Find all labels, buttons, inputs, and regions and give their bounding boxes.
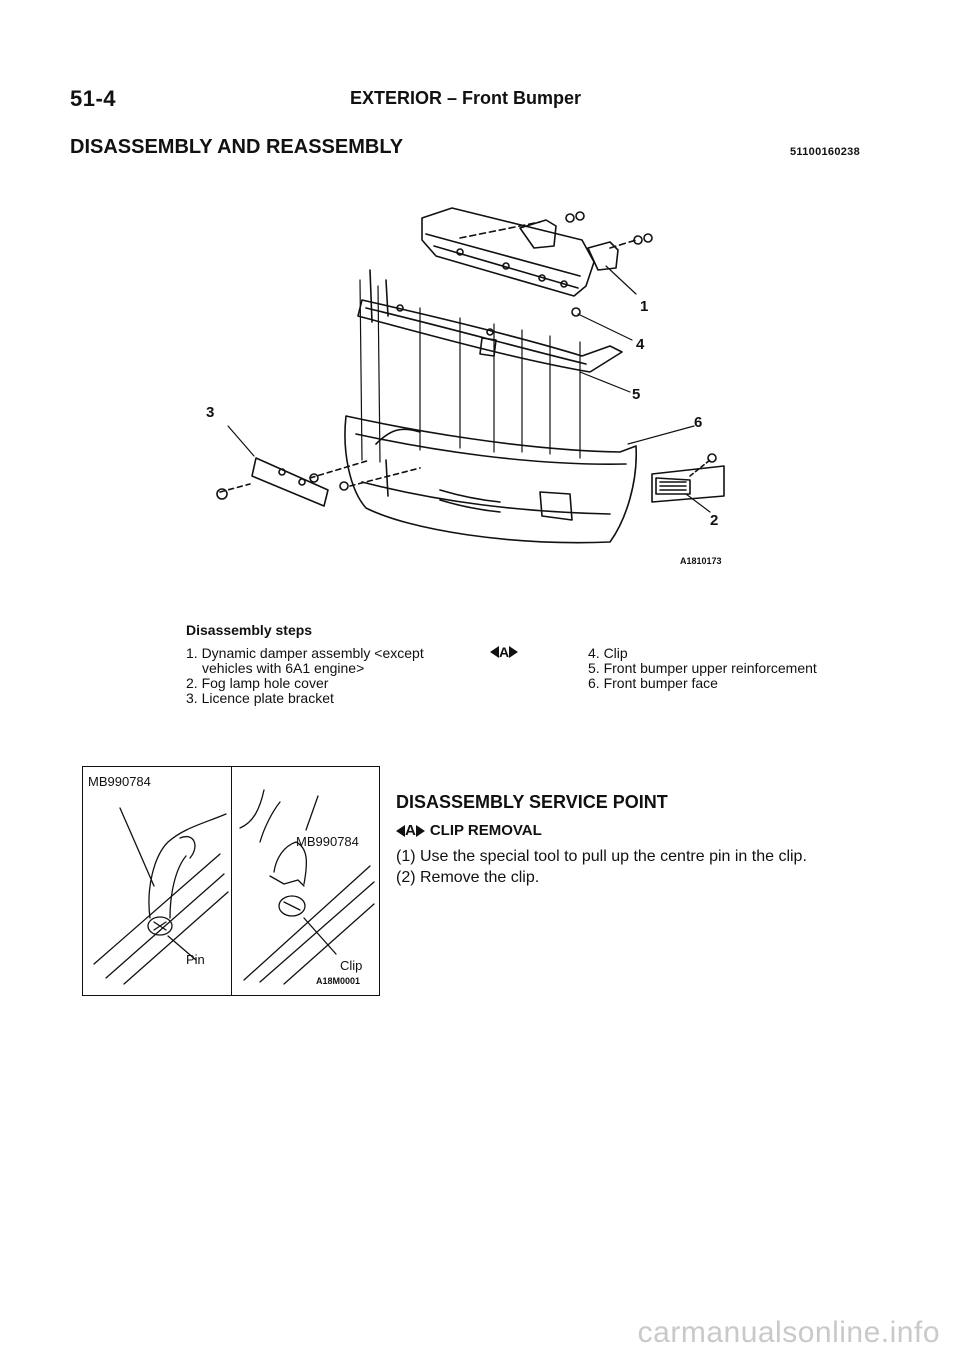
step-1-continued: vehicles with 6A1 engine>: [202, 660, 365, 676]
section-title: DISASSEMBLY AND REASSEMBLY: [70, 136, 404, 158]
service-point-letter: A: [499, 644, 510, 660]
clip-removal-heading: CLIP REMOVAL: [429, 822, 542, 839]
page-number: 51-4: [70, 86, 117, 111]
callout-5: 5: [632, 386, 641, 403]
arrow-left-icon: [490, 646, 499, 658]
site-watermark: carmanualsonline.info: [637, 1316, 940, 1349]
service-point-badge-letter: A: [405, 822, 416, 839]
service-step-2: (2) Remove the clip.: [396, 869, 540, 886]
callout-6: 6: [694, 414, 703, 431]
service-step-1: (1) Use the special tool to pull up the …: [396, 848, 807, 865]
service-point-subtitle: A CLIP REMOVAL: [396, 822, 542, 839]
bumper-exploded-diagram: [216, 207, 725, 544]
step-1: 1. Dynamic damper assembly <except: [186, 645, 424, 661]
tool-number-right: MB990784: [296, 834, 359, 849]
upper-reinforcement-shape: [357, 269, 623, 373]
header-title: EXTERIOR – Front Bumper: [350, 88, 582, 108]
tool-number-left: MB990784: [88, 774, 151, 789]
clip-label: Clip: [340, 958, 363, 973]
step-4: 4. Clip: [588, 645, 628, 661]
arrow-left-icon: [396, 824, 405, 837]
arrow-right-icon: [415, 824, 425, 837]
callout-3: 3: [206, 404, 215, 421]
document-code: 51100160238: [790, 146, 860, 158]
step-5: 5. Front bumper upper reinforcement: [588, 660, 817, 676]
callout-1: 1: [640, 298, 649, 315]
figure-code: A1810173: [680, 556, 722, 566]
pin-label: Pin: [186, 952, 205, 967]
arrow-right-icon: [509, 646, 519, 658]
clip-removal-illustration: [93, 789, 375, 985]
callout-4: 4: [636, 336, 645, 353]
service-point-a-marker: A: [490, 644, 519, 660]
tool-figure-code: A18M0001: [316, 976, 361, 986]
fog-lamp-cover-shape: [651, 453, 725, 503]
steps-heading: Disassembly steps: [186, 622, 313, 638]
bumper-face-shape: [344, 415, 638, 544]
step-6: 6. Front bumper face: [588, 675, 718, 691]
tool-figure-divider: [231, 766, 232, 996]
service-point-a-badge: A: [396, 822, 425, 839]
callout-2: 2: [710, 512, 719, 529]
licence-plate-bracket-shape: [216, 457, 421, 507]
step-3: 3. Licence plate bracket: [186, 690, 334, 706]
service-point-title: DISASSEMBLY SERVICE POINT: [396, 792, 668, 812]
dynamic-damper-shape: [421, 207, 653, 297]
step-2: 2. Fog lamp hole cover: [186, 675, 329, 691]
